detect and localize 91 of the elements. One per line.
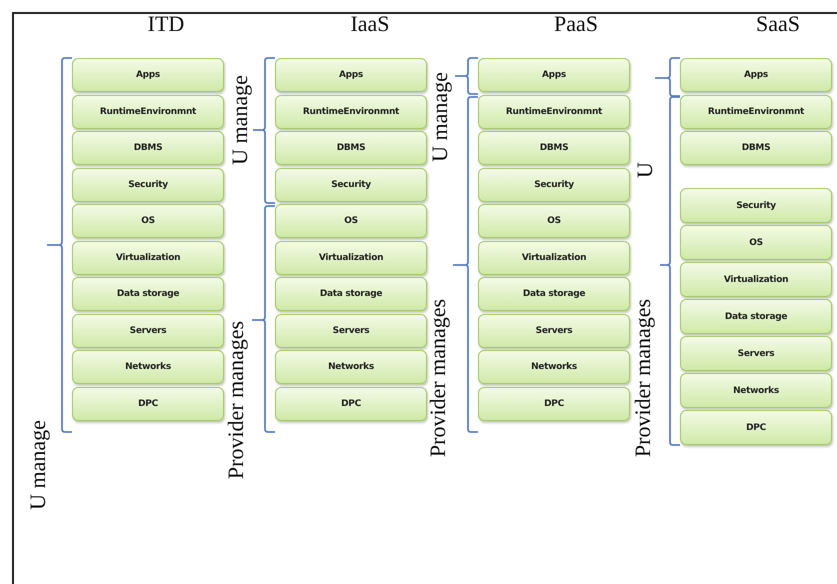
bracket-label: U manage xyxy=(429,72,451,162)
layer-box xyxy=(478,204,630,238)
layer-label: Apps xyxy=(744,70,768,80)
layer-label: RuntimeEnvironmnt xyxy=(506,106,602,116)
layer-box xyxy=(275,240,427,274)
layer-box xyxy=(680,299,832,334)
layer-label: Networks xyxy=(328,362,374,372)
column-heading: PaaS xyxy=(554,11,598,37)
layer-label: Security xyxy=(331,180,371,190)
layer-label: Security xyxy=(736,200,776,210)
layer-label: RuntimeEnvironmnt xyxy=(302,106,400,116)
layer-box xyxy=(478,131,630,165)
layer-box xyxy=(275,94,427,128)
layer-label: Data storage xyxy=(522,289,586,299)
layer-box xyxy=(275,58,427,92)
layer-box xyxy=(72,277,224,311)
layer-box xyxy=(478,240,630,274)
layer-box xyxy=(680,410,832,445)
layer-label: DBMS xyxy=(540,143,568,153)
layer-label: DPC xyxy=(138,398,158,408)
layer-box xyxy=(680,131,832,165)
layer-label: Apps xyxy=(338,70,363,80)
layer-label: Servers xyxy=(536,326,572,336)
layer-box xyxy=(72,131,224,165)
layer-label: Servers xyxy=(332,326,370,336)
layer-box xyxy=(680,262,832,297)
bracket-label: Provider manages xyxy=(632,298,654,458)
layer-label: Security xyxy=(128,180,168,190)
layer-box xyxy=(275,277,427,311)
layer-label: RuntimeEnvironmnt xyxy=(100,106,196,116)
layer-box xyxy=(680,94,832,128)
column-heading: IaaS xyxy=(350,11,390,37)
layer-label: Networks xyxy=(125,362,171,372)
layer-label: DPC xyxy=(341,398,361,408)
layer-label: OS xyxy=(141,216,155,226)
layer-box xyxy=(275,350,427,384)
bracket-label: U manage xyxy=(229,75,251,165)
layer-box xyxy=(72,94,224,128)
bracket-label: U xyxy=(634,162,656,178)
layer-label: DPC xyxy=(544,398,564,408)
bracket-label: Provider manages xyxy=(427,298,449,458)
column-heading: SaaS xyxy=(756,11,800,37)
layer-label: Data storage xyxy=(724,312,788,322)
layer-box xyxy=(478,314,630,348)
layer-box xyxy=(478,386,630,420)
bracket-label: U manage xyxy=(27,420,49,510)
bracket-label: Provider manages xyxy=(225,320,247,480)
layer-box xyxy=(72,386,224,420)
layer-box xyxy=(275,386,427,420)
layer-label: Virtualization xyxy=(116,252,180,262)
layer-box xyxy=(72,58,224,92)
layer-label: Virtualization xyxy=(522,252,586,262)
layer-box xyxy=(72,350,224,384)
layer-label: Networks xyxy=(733,386,779,396)
layer-label: DBMS xyxy=(336,143,366,153)
layer-box xyxy=(72,204,224,238)
column-heading: ITD xyxy=(148,11,184,37)
layer-box xyxy=(680,225,832,260)
layer-box xyxy=(680,373,832,408)
layer-label: Data storage xyxy=(116,289,180,299)
layer-box xyxy=(72,240,224,274)
layer-label: Networks xyxy=(531,362,577,372)
layer-label: RuntimeEnvironmnt xyxy=(708,106,804,116)
layer-box xyxy=(478,58,630,92)
layer-label: Apps xyxy=(136,70,160,80)
layer-label: Security xyxy=(534,180,574,190)
layer-label: DBMS xyxy=(134,143,162,153)
layer-box xyxy=(275,131,427,165)
layer-label: Data storage xyxy=(320,289,382,299)
layer-box xyxy=(275,204,427,238)
layer-box xyxy=(72,314,224,348)
layer-label: Virtualization xyxy=(318,252,384,262)
layer-label: DPC xyxy=(746,422,766,432)
layer-label: Servers xyxy=(738,348,774,358)
layer-box xyxy=(680,336,832,371)
layer-label: DBMS xyxy=(742,143,770,153)
layer-box xyxy=(478,277,630,311)
layer-label: Apps xyxy=(542,70,566,80)
layer-label: OS xyxy=(749,238,763,248)
layer-label: Virtualization xyxy=(724,274,788,284)
layer-label: OS xyxy=(547,216,561,226)
layer-box xyxy=(680,58,832,92)
layer-box xyxy=(478,350,630,384)
layer-box xyxy=(680,188,832,223)
layer-box xyxy=(478,94,630,128)
layer-box xyxy=(72,168,224,202)
layer-label: OS xyxy=(344,216,358,226)
layer-label: Servers xyxy=(130,326,166,336)
layer-box xyxy=(478,168,630,202)
layer-box xyxy=(275,314,427,348)
layer-box xyxy=(275,168,427,202)
